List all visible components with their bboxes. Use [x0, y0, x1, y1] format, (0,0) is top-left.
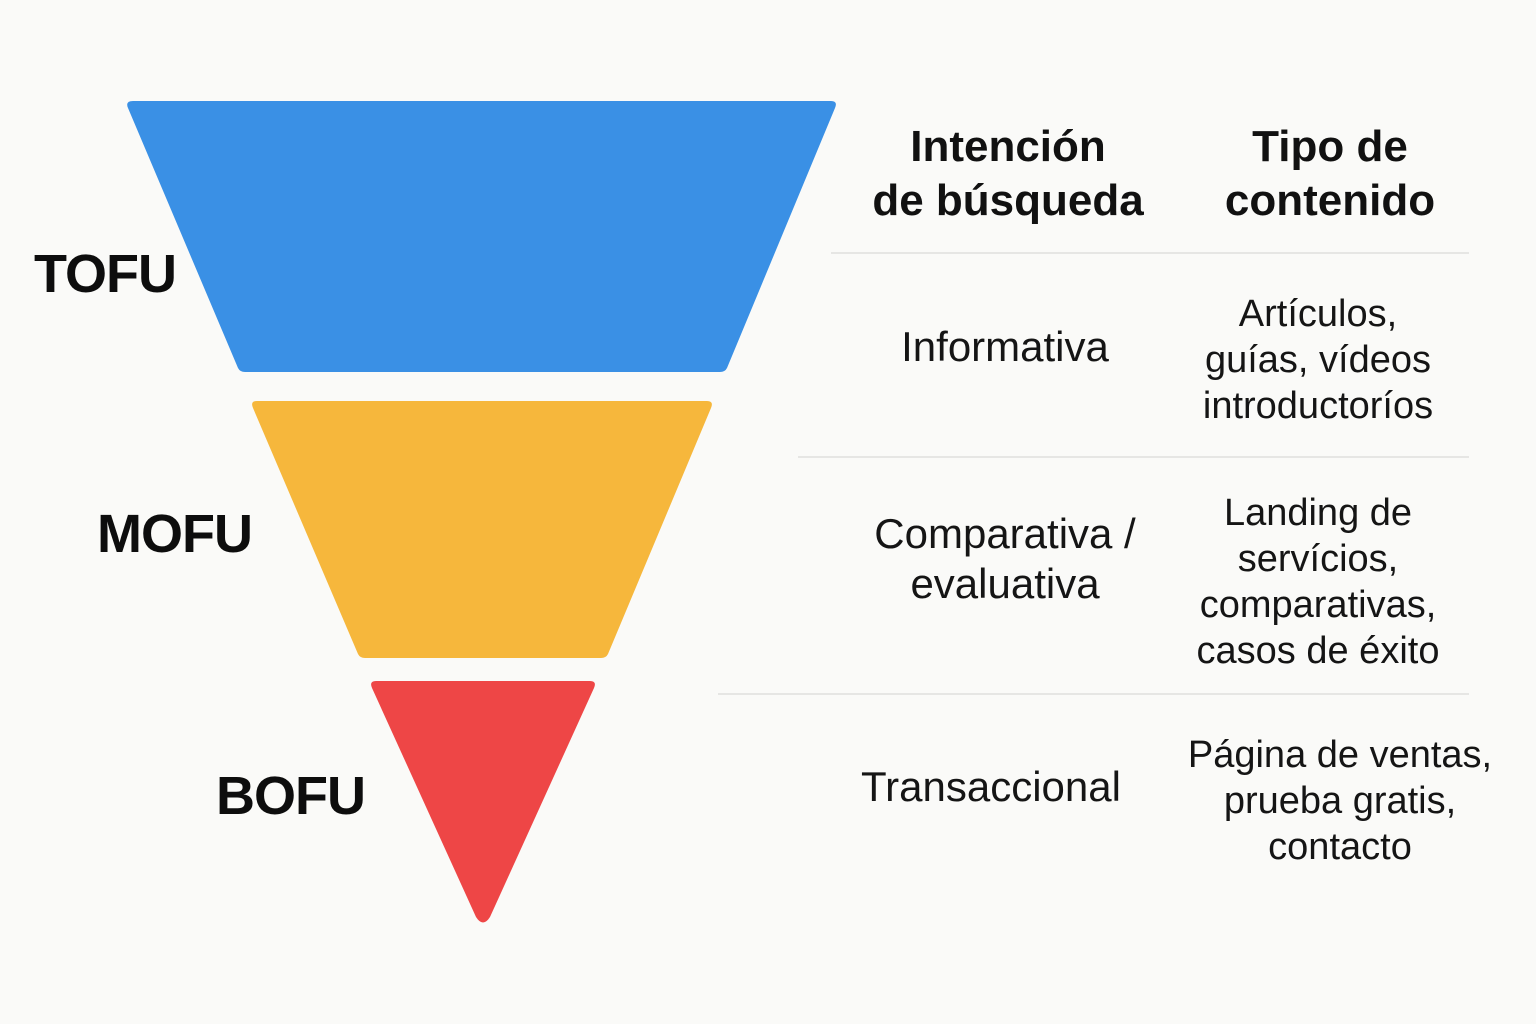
- header-content: Tipo de contenido: [1224, 122, 1436, 225]
- row-divider: [831, 252, 1469, 254]
- funnel-tier-mofu: [252, 401, 712, 658]
- stage-label-tofu: TOFU: [34, 244, 177, 304]
- stage-label-bofu: BOFU: [216, 766, 366, 826]
- intent-mofu: Comparativa / evaluativa: [874, 510, 1136, 607]
- funnel-tier-bofu: [371, 681, 595, 923]
- row-divider: [798, 456, 1469, 458]
- row-divider: [718, 693, 1469, 695]
- content-mofu: Landing de servícios, comparativas, caso…: [1196, 492, 1440, 672]
- intent-bofu: Transaccional: [861, 763, 1121, 810]
- funnel-tier-tofu: [127, 101, 836, 372]
- intent-tofu: Informativa: [901, 323, 1109, 370]
- header-intent: Intención de búsqueda: [872, 122, 1144, 225]
- stage-label-mofu: MOFU: [97, 504, 253, 564]
- content-bofu: Página de ventas, prueba gratis, contact…: [1187, 734, 1493, 868]
- content-tofu: Artículos, guías, vídeos introductoríos: [1202, 293, 1434, 427]
